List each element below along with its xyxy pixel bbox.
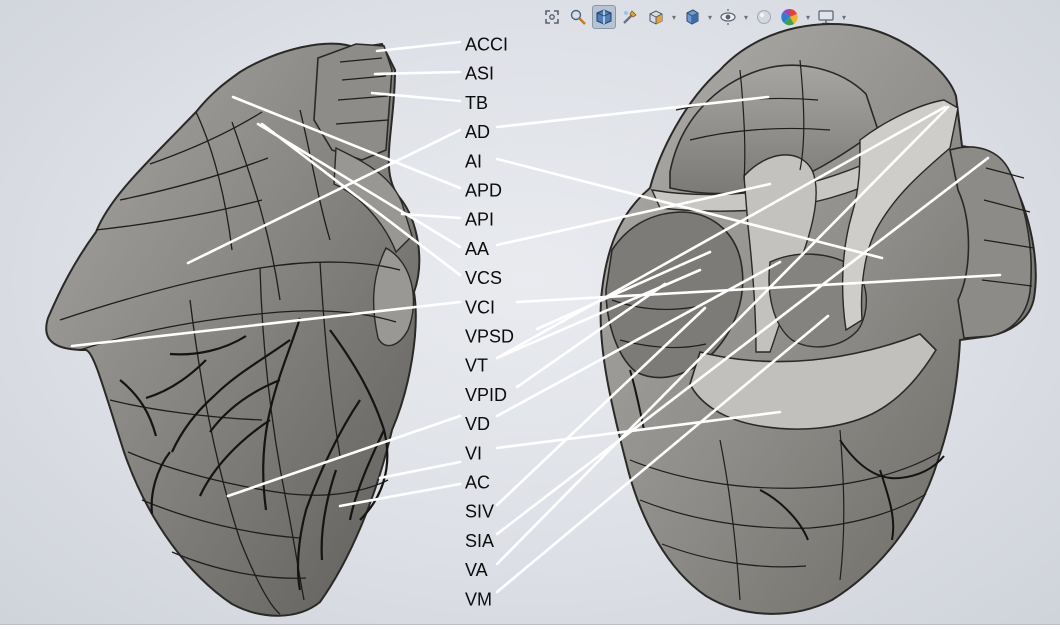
- label-va: VA: [465, 560, 488, 580]
- label-vpsd: VPSD: [465, 327, 514, 347]
- annotation-labels: ACCI ASI TB AD AI APD API AA VCS VCI VPSD VT VPID VD V…: [465, 35, 514, 610]
- label-asi: ASI: [465, 64, 494, 84]
- label-ac: AC: [465, 473, 490, 493]
- label-api: API: [465, 210, 494, 230]
- label-ad: AD: [465, 122, 490, 142]
- label-siv: SIV: [465, 502, 494, 522]
- label-vpid: VPID: [465, 385, 507, 405]
- label-vm: VM: [465, 589, 492, 609]
- leader-line-acci: [377, 42, 460, 51]
- label-sia: SIA: [465, 531, 494, 551]
- label-ai: AI: [465, 151, 482, 171]
- heart-exterior-model: [46, 44, 419, 616]
- label-aa: AA: [465, 239, 489, 259]
- leader-line-ac: [380, 462, 460, 478]
- label-acci: ACCI: [465, 35, 508, 55]
- label-vcs: VCS: [465, 268, 502, 288]
- label-tb: TB: [465, 93, 488, 113]
- label-vi: VI: [465, 443, 482, 463]
- heart-section-model: [601, 24, 1036, 614]
- label-vd: VD: [465, 414, 490, 434]
- label-vt: VT: [465, 356, 488, 376]
- label-apd: APD: [465, 181, 502, 201]
- label-vci: VCI: [465, 297, 495, 317]
